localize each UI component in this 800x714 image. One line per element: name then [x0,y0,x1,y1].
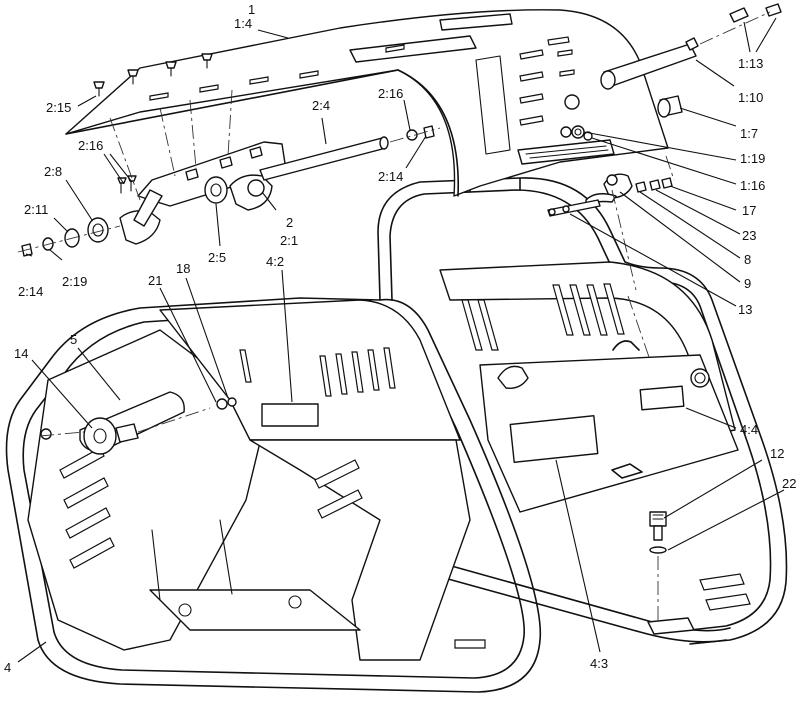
callout-1-13: 1:13 [738,56,763,71]
callout-17: 17 [742,203,756,218]
upper-shroud [65,9,669,197]
decal-4-4 [639,385,685,411]
bolt-2-14 [423,125,435,139]
decal-4-3 [509,415,599,463]
bushing-2-8 [87,217,109,243]
callout-1-7: 1:7 [740,126,758,141]
callout-1-16: 1:16 [740,178,765,193]
callout-2-8: 2:8 [44,164,62,179]
callout-4-3: 4:3 [590,656,608,671]
callout-labels: 1 1:4 1:13 1:10 1:7 1:19 1:16 17 23 8 9 … [4,2,796,675]
callout-2-16-left: 2:16 [78,138,103,153]
callout-13: 13 [738,302,752,317]
collar-2-5 [204,176,228,204]
washer-1-16 [583,131,593,141]
callout-1-10: 1:10 [738,90,763,105]
callout-2-19: 2:19 [62,274,87,289]
callout-18: 18 [176,261,190,276]
upper-right-hardware [547,3,782,361]
decal-4-2 [261,403,319,427]
washer-1-19 [571,125,585,139]
handle-bracket-assembly [17,89,441,257]
callout-2-5: 2:5 [208,250,226,265]
nut-23 [649,179,661,191]
callout-23: 23 [742,228,756,243]
callout-22: 22 [782,476,796,491]
callout-8: 8 [744,252,751,267]
callout-2-1: 2:1 [280,233,298,248]
rivets-2-15 [93,53,213,97]
callout-2-14-right: 2:14 [378,169,403,184]
frame-assembly [5,177,788,693]
shroud-body [65,9,669,197]
callout-12: 12 [770,446,784,461]
callout-4-4: 4:4 [740,422,758,437]
screw-1-13a [729,7,749,23]
left-side-parts [39,391,237,455]
nut-18 [227,397,237,407]
front-inner-panel [249,439,471,661]
callout-21: 21 [148,273,162,288]
washer-22 [649,546,667,554]
bolt-12-washer-22 [649,511,667,620]
callout-2-16-right: 2:16 [378,86,403,101]
clamp-left [119,210,161,245]
callout-4: 4 [4,660,11,675]
callout-2-15: 2:15 [46,100,71,115]
washer-21 [216,398,228,410]
nut-17 [661,177,673,189]
callout-5: 5 [70,332,77,347]
front-frame-tube [5,297,542,693]
link-13 [547,199,601,217]
callout-2: 2 [286,215,293,230]
washer-8 [635,181,647,193]
callout-2-4: 2:4 [312,98,330,113]
callout-2-14-left: 2:14 [18,284,43,299]
bracket-plate-2-1 [137,141,287,207]
callout-1-4: 1:4 [234,16,252,31]
callout-1: 1 [248,2,255,17]
callout-1-19: 1:19 [740,151,765,166]
knob-14 [83,417,117,455]
callout-4-2: 4:2 [266,254,284,269]
washer-2-16 [406,129,418,141]
rear-panel [439,261,736,436]
callout-14: 14 [14,346,28,361]
callout-2-11: 2:11 [24,202,48,217]
callout-9: 9 [744,276,751,291]
screw-1-13b [765,3,782,17]
leader-lines [17,17,785,663]
